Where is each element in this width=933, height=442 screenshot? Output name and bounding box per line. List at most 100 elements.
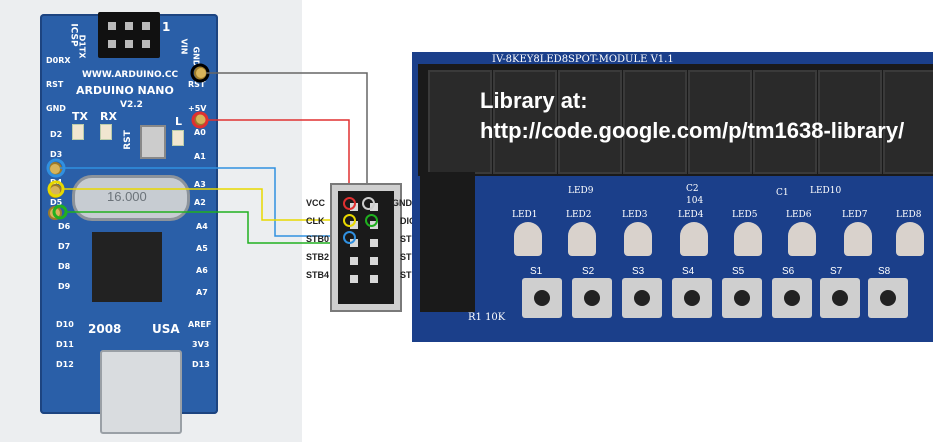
pin-label: D13 — [192, 360, 210, 369]
connector-label-stb0: STB0 — [306, 234, 330, 244]
connector-label-stb5: STB5 — [400, 270, 423, 280]
library-heading: Library at: — [480, 88, 588, 113]
connector-label-stb3: STB3 — [400, 252, 423, 262]
tx-led — [72, 124, 84, 140]
crystal-label: 16.000 — [107, 189, 147, 204]
switch-s8 — [868, 278, 908, 318]
reset-button — [140, 125, 166, 159]
led-7 — [844, 222, 872, 256]
connector-label-vcc: VCC — [306, 198, 326, 208]
pin-label: D3 — [50, 150, 63, 159]
clk-pin-marker — [343, 214, 356, 227]
pin-label: D10 — [56, 320, 74, 329]
crystal: 16.000 — [72, 175, 190, 221]
pin-label: 3V3 — [192, 340, 210, 349]
led-label: LED8 — [896, 210, 922, 220]
led-5 — [734, 222, 762, 256]
pin-label: A4 — [196, 222, 208, 231]
switch-label: S3 — [632, 266, 645, 277]
switch-s1 — [522, 278, 562, 318]
pin-label: A5 — [196, 244, 208, 253]
pin-label: A7 — [196, 288, 208, 297]
connector-label-dio: DIO — [400, 216, 417, 226]
switch-label: S1 — [530, 266, 543, 277]
pin-label: D2 — [50, 130, 63, 139]
led-3 — [624, 222, 652, 256]
r1-label: R1 10K — [468, 312, 506, 323]
gnd-pin-marker — [362, 197, 375, 210]
pin-label: A3 — [194, 180, 206, 189]
pin-label: D12 — [56, 360, 74, 369]
led-label: LED6 — [786, 210, 812, 220]
led9-label: LED9 — [568, 186, 594, 196]
c1-label: C1 — [776, 188, 789, 198]
vcc-pin-marker — [343, 197, 356, 210]
led-4 — [680, 222, 708, 256]
pin-label: A0 — [194, 128, 206, 137]
tx-label: TX — [72, 110, 88, 123]
led-6 — [788, 222, 816, 256]
l-led — [172, 130, 184, 146]
board-country: USA — [152, 322, 180, 336]
pin-label: RST — [46, 80, 64, 89]
atmega-chip — [92, 232, 162, 302]
vcc-wire — [191, 111, 350, 196]
pin-label: D9 — [58, 282, 71, 291]
pin-label: A2 — [194, 198, 206, 207]
pin-label: RST — [188, 80, 206, 89]
switch-label: S4 — [682, 266, 695, 277]
rx-label: RX — [100, 110, 117, 123]
pin-label: A1 — [194, 152, 206, 161]
board-url: WWW.ARDUINO.CC — [82, 70, 179, 80]
pin-label: GND — [46, 104, 66, 113]
led-label: LED4 — [678, 210, 704, 220]
c2-label: C2 — [686, 184, 699, 194]
rx-led — [100, 124, 112, 140]
led-1 — [514, 222, 542, 256]
pin-label: D7 — [58, 242, 71, 251]
pin-label: D5 — [50, 198, 63, 207]
module-title: IV-8KEY8LED8SPOT-MODULE V1.1 — [492, 54, 674, 65]
pin-label: D11 — [56, 340, 74, 349]
switch-s5 — [722, 278, 762, 318]
connector-label-clk: CLK — [306, 216, 325, 226]
clk-wire — [47, 180, 350, 221]
pin-label: AREF — [188, 320, 212, 329]
board-year: 2008 — [88, 322, 122, 336]
connector-label-gnd: GND — [392, 198, 412, 208]
gnd-wire — [190, 63, 368, 196]
board-name: ARDUINO NANO — [76, 84, 174, 97]
pin-label: D0RX — [46, 56, 71, 65]
switch-label: S6 — [782, 266, 795, 277]
led-8 — [896, 222, 924, 256]
switch-s7 — [820, 278, 860, 318]
pin-label: +5V — [188, 104, 207, 113]
c2-value: 104 — [686, 196, 704, 206]
module-header-connector — [420, 172, 475, 312]
switch-label: S8 — [878, 266, 891, 277]
led-label: LED5 — [732, 210, 758, 220]
led10-label: LED10 — [810, 186, 842, 196]
stb0-wire — [46, 158, 350, 237]
switch-label: S7 — [830, 266, 843, 277]
led-label: LED7 — [842, 210, 868, 220]
pin-label: A6 — [196, 266, 208, 275]
switch-label: S5 — [732, 266, 745, 277]
library-url: http://code.google.com/p/tm1638-library/ — [480, 118, 905, 143]
switch-s3 — [622, 278, 662, 318]
dio-pin-marker — [365, 214, 378, 227]
board-version: V2.2 — [120, 100, 143, 110]
stb0-pin-marker — [343, 231, 356, 244]
pin-label: D8 — [58, 262, 71, 271]
connector-label-stb4: STB4 — [306, 270, 330, 280]
switch-s4 — [672, 278, 712, 318]
usb-connector — [100, 350, 182, 434]
connector-label-stb1: STB1 — [400, 234, 423, 244]
seven-segment-display — [418, 64, 933, 176]
switch-label: S2 — [582, 266, 595, 277]
switch-s6 — [772, 278, 812, 318]
led-label: LED1 — [512, 210, 538, 220]
pin-label: D6 — [58, 222, 71, 231]
led-label: LED3 — [622, 210, 648, 220]
l-label: L — [175, 115, 183, 128]
